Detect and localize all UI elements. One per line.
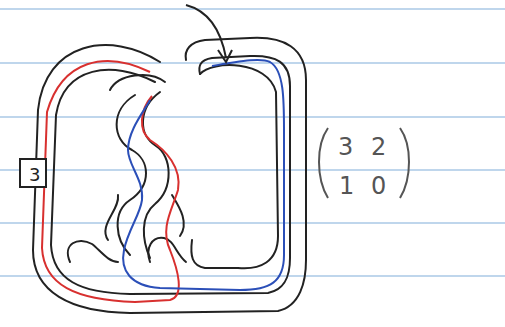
twist-box: 3: [19, 158, 47, 188]
band-outlines: [33, 38, 306, 313]
matrix-bracket: [400, 128, 409, 198]
matrix-entry: 3: [338, 135, 353, 159]
blue-curve: [123, 60, 284, 290]
matrix-bracket: [319, 128, 328, 198]
matrix-entry: 0: [371, 174, 386, 198]
notebook-rules: [0, 9, 505, 276]
matrix-entry: 2: [371, 135, 386, 159]
twist-count: 3: [29, 166, 37, 184]
matrix-entry: 1: [339, 174, 354, 198]
pointer-arrowhead: [218, 50, 232, 62]
pointer-arrow: [186, 5, 226, 58]
red-curve: [42, 61, 179, 302]
